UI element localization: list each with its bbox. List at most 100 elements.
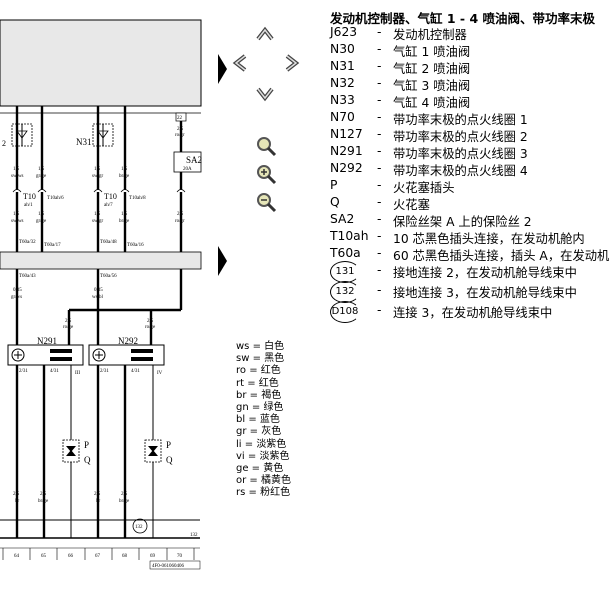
color-abbr: rs	[236, 487, 246, 499]
coil-n292	[88, 344, 165, 366]
svg-text:ah/1: ah/1	[24, 203, 33, 208]
legend-circled-code: 132	[330, 281, 360, 303]
svg-text:2,5: 2,5	[121, 492, 128, 497]
zoom-out-icon[interactable]	[254, 190, 278, 214]
svg-text:1,5: 1,5	[13, 212, 20, 217]
svg-text:T60a/16: T60a/16	[127, 243, 144, 248]
legend-row-circled: 131-接地连接 2，在发动机舱导线束中	[330, 261, 601, 283]
svg-text:br/ge: br/ge	[119, 499, 130, 504]
svg-text:ro/ge: ro/ge	[145, 325, 156, 330]
color-code-row: li = 淡紫色	[236, 438, 287, 450]
legend-desc: 火花塞插头	[393, 181, 455, 195]
legend-code: N32	[330, 76, 355, 90]
legend-row: N30-气缸 1 喷油阀	[330, 42, 601, 59]
svg-text:4F0-061060406: 4F0-061060406	[152, 564, 184, 569]
legend-code: P	[330, 178, 338, 192]
spark-plug-2	[144, 439, 162, 463]
nav-right-icon[interactable]	[280, 52, 302, 74]
label-n31: N31	[76, 137, 92, 147]
svg-text:68: 68	[122, 554, 128, 559]
legend-dash: -	[377, 161, 382, 175]
svg-text:2,5: 2,5	[147, 319, 154, 324]
zoom-in-icon[interactable]	[254, 162, 278, 186]
legend-row: T60a-60 芯黑色插头连接，插头 A，在发动机	[330, 246, 609, 263]
legend-desc: 气缸 3 喷油阀	[393, 79, 471, 93]
svg-text:ro/gr: ro/gr	[175, 133, 185, 138]
svg-text:2,5: 2,5	[177, 212, 184, 217]
zoom-icon[interactable]	[254, 134, 278, 158]
color-abbr: sw	[236, 353, 250, 365]
legend-dash: -	[377, 110, 382, 124]
legend-desc: 带功率末极的点火线圈 4	[393, 164, 528, 178]
svg-text:Q: Q	[166, 455, 173, 465]
legend-code: T10ah	[330, 229, 369, 243]
legend-desc: 连接 3，在发动机舱导线束中	[393, 306, 553, 320]
legend-desc: 10 芯黑色插头连接，在发动机舱内	[393, 232, 585, 246]
svg-text:2/31: 2/31	[100, 369, 109, 374]
color-abbr: or	[236, 475, 247, 487]
svg-text:br: br	[96, 499, 101, 504]
legend-row: Q-火花塞	[330, 195, 601, 212]
engine-controller-band	[0, 251, 202, 270]
legend-dash: -	[377, 283, 382, 297]
legend-dash: -	[377, 59, 382, 73]
svg-text:2,5: 2,5	[65, 319, 72, 324]
color-code-row: or = 橘黄色	[236, 475, 291, 487]
svg-text:70: 70	[177, 554, 183, 559]
nav-up-icon[interactable]	[254, 24, 276, 46]
control-unit-box	[0, 19, 202, 107]
legend-circled-code: D108	[330, 301, 360, 323]
legend-code: SA2	[330, 212, 355, 226]
svg-text:br/ge: br/ge	[119, 219, 130, 224]
label-n291: N291	[37, 336, 57, 346]
svg-text:64: 64	[14, 554, 20, 559]
color-abbr: rt	[236, 377, 245, 389]
legend-circled-code: 131	[330, 261, 360, 283]
svg-text:0,35: 0,35	[94, 288, 103, 293]
svg-text:ro/gr: ro/gr	[175, 219, 185, 224]
svg-text:T60a/32: T60a/32	[19, 240, 36, 245]
nav-left-icon[interactable]	[230, 52, 252, 74]
legend-desc: 保险丝架 A 上的保险丝 2	[393, 215, 532, 229]
legend-code: N70	[330, 110, 355, 124]
color-name: 蓝色	[259, 414, 280, 426]
legend-desc: 气缸 4 喷油阀	[393, 96, 471, 110]
color-name: 淡紫色	[259, 450, 290, 462]
coil-n291	[7, 344, 84, 366]
fuse-sa2	[173, 151, 202, 173]
legend-desc: 气缸 2 喷油阀	[393, 62, 471, 76]
svg-text:132: 132	[190, 533, 198, 538]
legend-row: N291-带功率末极的点火线圈 3	[330, 144, 601, 161]
legend-desc: 火花塞	[393, 198, 430, 212]
color-name: 粉红色	[260, 487, 291, 499]
next-page-arrow-icon[interactable]	[218, 54, 227, 84]
legend-dash: -	[377, 212, 382, 226]
legend-dash: -	[377, 229, 382, 243]
legend-row: N31-气缸 2 喷油阀	[330, 59, 601, 76]
svg-text:gr/ge: gr/ge	[36, 174, 47, 179]
svg-text:ah/7: ah/7	[104, 203, 113, 208]
legend-desc: 接地连接 2，在发动机舱导线束中	[393, 266, 577, 280]
legend-desc: 气缸 1 喷油阀	[393, 45, 471, 59]
svg-text:65: 65	[41, 554, 47, 559]
legend-row: N127-带功率末极的点火线圈 2	[330, 127, 601, 144]
legend-row: N70-带功率末极的点火线圈 1	[330, 110, 601, 127]
legend-code: Q	[330, 195, 340, 209]
next-section-arrow-icon[interactable]	[218, 246, 227, 276]
svg-text:2,5: 2,5	[40, 492, 47, 497]
legend-desc: 发动机控制器	[393, 28, 467, 42]
svg-text:4/31: 4/31	[50, 369, 59, 374]
svg-text:1,5: 1,5	[94, 212, 101, 217]
legend-code: N292	[330, 161, 363, 175]
injector-n31	[92, 123, 114, 147]
svg-text:T10: T10	[23, 192, 36, 201]
color-code-row: br = 褐色	[236, 389, 282, 401]
nav-down-icon[interactable]	[254, 82, 276, 104]
svg-text:66: 66	[68, 554, 74, 559]
color-name: 褐色	[261, 389, 282, 401]
color-abbr: bl	[236, 414, 246, 426]
svg-text:1,5: 1,5	[121, 167, 128, 172]
legend-title: 发动机控制器、气缸 1 - 4 喷油阀、带功率末极	[330, 11, 595, 26]
svg-text:T10ah/8: T10ah/8	[129, 196, 146, 201]
